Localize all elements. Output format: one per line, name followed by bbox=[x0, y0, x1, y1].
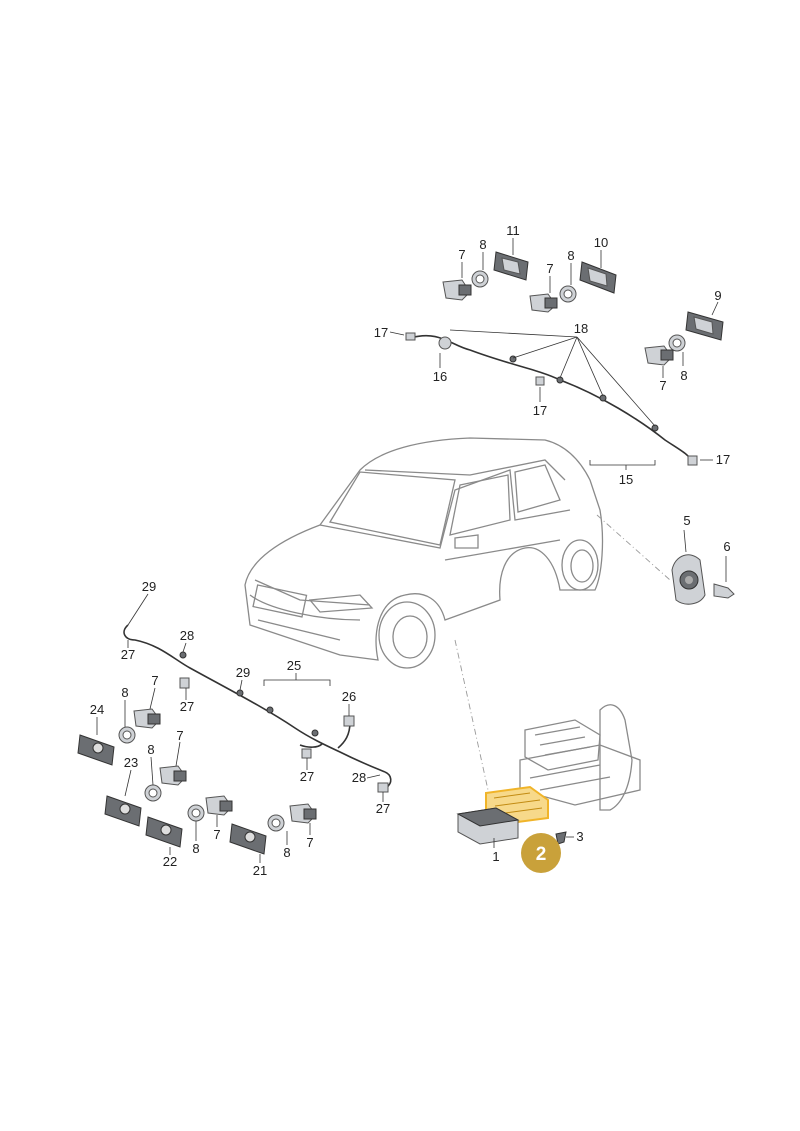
label-27a: 27 bbox=[121, 647, 135, 662]
front-harness bbox=[123, 624, 392, 793]
label-7f: 7 bbox=[213, 827, 220, 842]
label-17b: 17 bbox=[533, 403, 547, 418]
badge-label: 2 bbox=[536, 844, 547, 865]
label-9: 9 bbox=[714, 288, 721, 303]
label-28a: 28 bbox=[180, 628, 194, 643]
label-8b: 8 bbox=[567, 248, 574, 263]
label-5: 5 bbox=[683, 513, 690, 528]
label-27d: 27 bbox=[376, 801, 390, 816]
label-8f: 8 bbox=[192, 841, 199, 856]
label-1: 1 bbox=[492, 849, 499, 864]
label-22: 22 bbox=[163, 854, 177, 869]
label-3: 3 bbox=[576, 829, 583, 844]
label-15: 15 bbox=[619, 472, 633, 487]
label-8a: 8 bbox=[479, 237, 486, 252]
label-25: 25 bbox=[287, 658, 301, 673]
label-8g: 8 bbox=[283, 845, 290, 860]
label-17a: 17 bbox=[374, 325, 388, 340]
label-7e: 7 bbox=[176, 728, 183, 743]
label-6: 6 bbox=[723, 539, 730, 554]
label-7a: 7 bbox=[458, 247, 465, 262]
label-26: 26 bbox=[342, 689, 356, 704]
label-29b: 29 bbox=[236, 665, 250, 680]
label-11: 11 bbox=[506, 223, 520, 238]
label-23: 23 bbox=[124, 755, 138, 770]
label-7b: 7 bbox=[546, 261, 553, 276]
part-number-labels: 11 10 9 7 8 7 8 7 8 17 18 16 17 17 15 5 … bbox=[90, 223, 731, 878]
label-21: 21 bbox=[253, 863, 267, 878]
rear-sensor-group bbox=[442, 251, 724, 366]
rear-harness bbox=[405, 329, 698, 470]
label-8d: 8 bbox=[121, 685, 128, 700]
label-8c: 8 bbox=[680, 368, 687, 383]
control-unit-assembly bbox=[456, 704, 641, 848]
label-17c: 17 bbox=[716, 452, 730, 467]
label-28b: 28 bbox=[352, 770, 366, 785]
label-29a: 29 bbox=[142, 579, 156, 594]
label-7d: 7 bbox=[151, 673, 158, 688]
label-27c: 27 bbox=[300, 769, 314, 784]
label-24: 24 bbox=[90, 702, 104, 717]
label-18: 18 bbox=[574, 321, 588, 336]
leader-lines bbox=[96, 238, 727, 863]
car-illustration bbox=[244, 437, 604, 669]
label-10: 10 bbox=[594, 235, 608, 250]
leader-dash-5 bbox=[596, 514, 671, 581]
buzzer-assembly bbox=[671, 554, 735, 605]
label-16: 16 bbox=[433, 369, 447, 384]
label-7c: 7 bbox=[659, 378, 666, 393]
leader-dash-2 bbox=[454, 639, 489, 791]
part-2-badge: 2 bbox=[521, 833, 561, 873]
label-27b: 27 bbox=[180, 699, 194, 714]
label-8e: 8 bbox=[147, 742, 154, 757]
front-sensor-group bbox=[77, 708, 317, 855]
label-7g: 7 bbox=[306, 835, 313, 850]
